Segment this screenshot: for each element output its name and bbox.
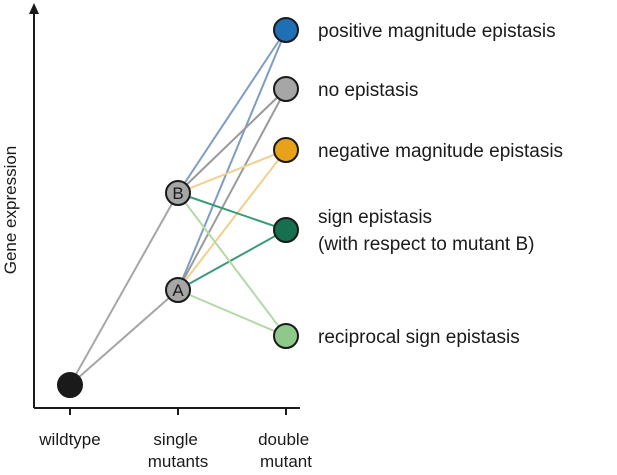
x-label-double-line2: mutant [260, 452, 312, 471]
label-sign-epistasis-line1: sign epistasis [318, 207, 432, 228]
edge-wildtype-a [69, 289, 179, 386]
edge-b-positive [177, 29, 287, 194]
node-a [165, 277, 191, 303]
x-label-single-mutants: single mutants [148, 430, 208, 471]
edge-a-sign [177, 229, 287, 291]
label-sign-epistasis: sign epistasis (with respect to mutant B… [318, 207, 534, 255]
edge-a-positive [177, 29, 287, 291]
edge-b-negative [177, 149, 287, 194]
label-negative-magnitude-line1: negative magnitude epistasis [318, 141, 563, 162]
edge-b-none [177, 88, 287, 194]
label-negative-magnitude: negative magnitude epistasis [318, 141, 563, 162]
label-reciprocal-sign-line1: reciprocal sign epistasis [318, 327, 520, 348]
edge-b-reciprocal [177, 192, 287, 337]
x-label-wildtype: wildtype [38, 430, 100, 449]
edge-a-none [177, 88, 287, 291]
x-label-double-line1: double [258, 430, 309, 449]
node-a-label: A [172, 281, 184, 300]
x-label-single-line1: single [153, 430, 197, 449]
node-negative-magnitude [273, 137, 299, 163]
edge-wildtype-b [69, 192, 179, 386]
node-no-epistasis [273, 76, 299, 102]
x-label-single-line2: mutants [148, 452, 208, 471]
label-reciprocal-sign: reciprocal sign epistasis [318, 327, 520, 348]
y-axis-label: Gene expression [1, 146, 20, 275]
node-sign-epistasis [273, 217, 299, 243]
node-wildtype [57, 372, 83, 398]
label-positive-magnitude: positive magnitude epistasis [318, 21, 556, 42]
label-sign-epistasis-line2: (with respect to mutant B) [318, 234, 534, 255]
edge-a-negative [177, 149, 287, 291]
label-no-epistasis-line1: no epistasis [318, 80, 418, 101]
edge-b-sign [177, 192, 287, 231]
node-positive-magnitude [273, 17, 299, 43]
node-b-label: B [172, 184, 183, 203]
x-label-double-mutant: double mutant [258, 430, 314, 471]
node-b [165, 180, 191, 206]
label-positive-magnitude-line1: positive magnitude epistasis [318, 21, 556, 42]
edge-a-reciprocal [177, 289, 287, 337]
x-label-wildtype-line1: wildtype [38, 430, 100, 449]
label-no-epistasis: no epistasis [318, 80, 418, 101]
y-axis-arrow [29, 3, 39, 14]
edges [69, 29, 287, 386]
node-reciprocal-sign [273, 323, 299, 349]
